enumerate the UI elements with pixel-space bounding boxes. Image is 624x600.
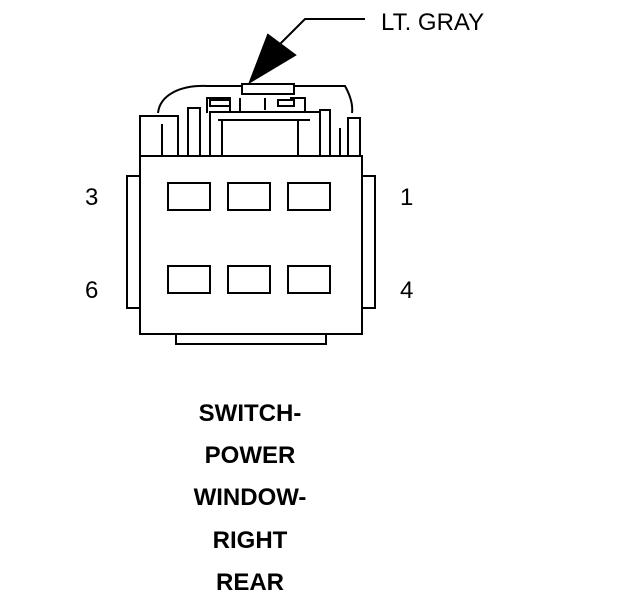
bottom-key — [175, 333, 327, 345]
cavity-1 — [287, 182, 331, 211]
cavity-6 — [167, 265, 211, 294]
pin-label-6: 6 — [85, 277, 99, 304]
connector-top-ribs — [139, 107, 361, 157]
pin-label-3: 3 — [85, 184, 99, 211]
title-line-2: POWER — [204, 442, 296, 469]
title-line-3: WINDOW- — [193, 484, 307, 511]
callout-arrowhead — [248, 33, 297, 85]
left-flange — [126, 175, 141, 309]
latch-detail-right — [277, 99, 295, 107]
cavity-2 — [227, 182, 271, 211]
title-line-1: SWITCH- — [198, 400, 302, 427]
latch-tab — [241, 83, 295, 95]
callout-leader-line — [279, 18, 365, 45]
connector-latch — [157, 84, 354, 114]
latch-inner — [206, 97, 306, 113]
pin-label-1: 1 — [400, 184, 414, 211]
latch-detail-left — [209, 99, 231, 107]
cavity-4 — [287, 265, 331, 294]
cavity-3 — [167, 182, 211, 211]
title-line-5: REAR — [215, 569, 284, 596]
pin-label-4: 4 — [400, 277, 414, 304]
right-flange — [361, 175, 376, 309]
title-line-4: RIGHT — [212, 527, 288, 554]
cavity-5 — [227, 265, 271, 294]
color-callout-label: LT. GRAY — [381, 9, 485, 36]
